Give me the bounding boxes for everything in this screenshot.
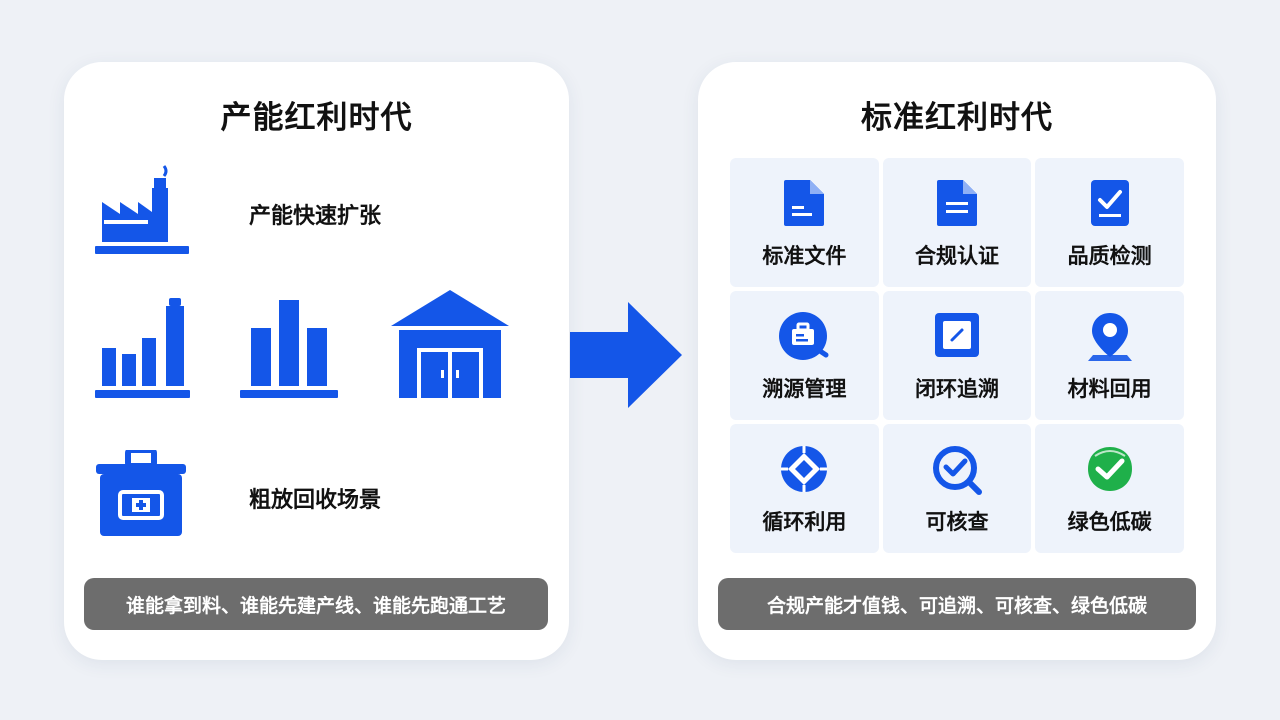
warehouse-icon (391, 290, 509, 398)
grid-label: 标准文件 (762, 244, 847, 268)
certificate-icon (936, 180, 977, 226)
grid-cell-standard-document: 标准文件 (730, 158, 879, 287)
document-icon (784, 180, 825, 226)
closed-loop-icon (934, 313, 979, 357)
bar-chart-chimney-icon (95, 298, 190, 398)
capacity-era-title: 产能红利时代 (220, 100, 413, 136)
transition-arrow-icon (570, 302, 682, 408)
grid-label: 材料回用 (1067, 377, 1152, 401)
rough-recycling-label: 粗放回收场景 (249, 488, 382, 513)
recycle-bin-icon (96, 450, 186, 536)
standard-era-footer: 合规产能才值钱、可追溯、可核查、绿色低碳 (718, 578, 1196, 630)
grid-cell-traceability-mgmt: 溯源管理 (730, 291, 879, 420)
grid-label: 闭环追溯 (914, 377, 999, 401)
standard-era-title: 标准红利时代 (861, 100, 1053, 136)
grid-cell-green-lowcarbon: 绿色低碳 (1035, 424, 1184, 553)
grid-cell-quality-testing: 品质检测 (1035, 158, 1184, 287)
grid-label: 循环利用 (762, 510, 847, 534)
standard-elements-grid: 标准文件 合规认证 品质检测 (730, 158, 1184, 553)
grid-cell-verifiable: 可核查 (882, 424, 1032, 553)
checklist-icon (1090, 180, 1129, 226)
capacity-expansion-label: 产能快速扩张 (249, 204, 382, 229)
factory-icon (95, 165, 189, 254)
capacity-era-footer: 谁能拿到料、谁能先建产线、谁能先跑通工艺 (84, 578, 548, 630)
grid-label: 品质检测 (1067, 244, 1152, 268)
recycle-icon (781, 446, 828, 492)
grid-cell-material-reuse: 材料回用 (1035, 291, 1184, 420)
grid-cell-closed-loop: 闭环追溯 (882, 291, 1032, 420)
grid-label: 绿色低碳 (1067, 510, 1152, 534)
standard-era-panel: 标准红利时代 标准文件 合规认证 (698, 62, 1216, 660)
grid-cell-compliance-cert: 合规认证 (882, 158, 1032, 287)
green-check-icon (1087, 447, 1132, 491)
grid-label: 溯源管理 (762, 377, 847, 401)
grid-label: 合规认证 (914, 244, 999, 268)
grid-cell-circular-use: 循环利用 (730, 424, 879, 553)
bar-chart-icon (240, 300, 338, 398)
capacity-era-panel: 产能红利时代 产能快速扩张 (64, 62, 569, 660)
location-pin-icon (1087, 313, 1132, 361)
verify-check-icon (932, 446, 982, 495)
trace-badge-icon (779, 312, 829, 360)
grid-label: 可核查 (925, 510, 989, 534)
